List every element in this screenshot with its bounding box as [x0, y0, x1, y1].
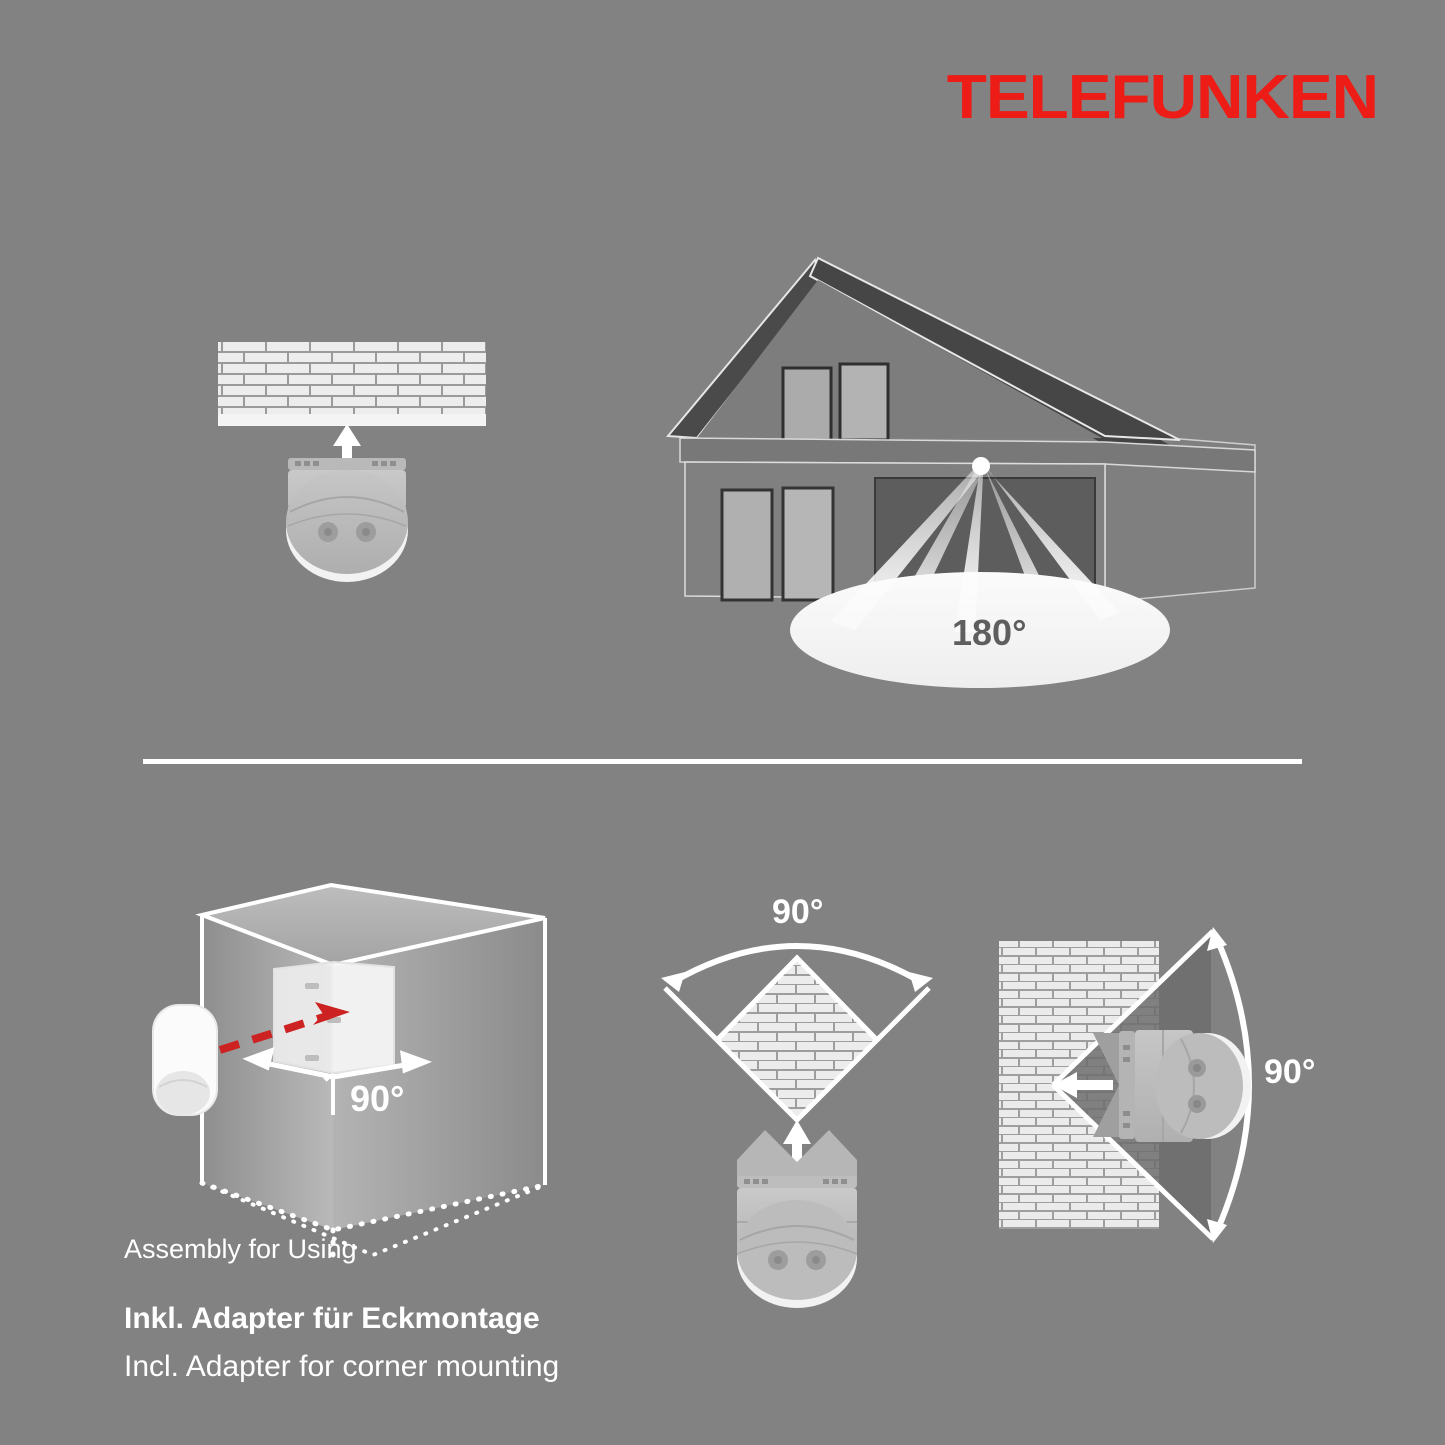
up-arrow-icon	[783, 1120, 811, 1170]
caption-german: Inkl. Adapter für Eckmontage	[124, 1302, 540, 1335]
cube-floor-dotted-edges	[199, 1180, 548, 1258]
corner-adapter-plate	[273, 961, 395, 1075]
angle-arc-90	[671, 943, 923, 985]
wall-side-view-diagram	[985, 905, 1325, 1255]
fascia-band	[679, 437, 1256, 473]
angle-label-90-top: 90°	[772, 893, 824, 931]
ceiling-wall-mount-diagram	[200, 330, 510, 620]
white-motion-sensor-icon	[152, 1004, 218, 1116]
brick-wall-icon	[218, 342, 486, 426]
corner-mount-cube-diagram	[145, 865, 565, 1265]
motion-sensor-side-view-icon	[1093, 1030, 1251, 1142]
brick-corner-diamond-icon	[715, 954, 881, 1124]
telefunken-logo: TELEFUNKEN	[946, 63, 1379, 132]
floor-coverage-ellipse	[790, 572, 1170, 688]
angle-label-90-cube: 90°	[350, 1078, 405, 1119]
house-coverage-diagram	[650, 240, 1290, 688]
corner-top-view-diagram	[625, 880, 985, 1308]
motion-sensor-icon	[286, 458, 408, 582]
red-pointer-arrow	[218, 1002, 350, 1054]
gable-roof	[665, 256, 1181, 445]
sensor-point-icon	[972, 457, 990, 475]
front-windows	[720, 486, 835, 602]
left-arrow-icon	[1053, 1072, 1113, 1098]
motion-sensor-with-v-adapter-icon	[736, 1130, 858, 1308]
caption-assembly-for-using: Assembly for Using	[124, 1234, 357, 1264]
attic-windows	[781, 362, 890, 442]
caption-english: Incl. Adapter for corner mounting	[124, 1350, 560, 1383]
angle-double-arrow-90	[242, 1047, 433, 1082]
section-divider	[143, 759, 1302, 764]
angle-label-180: 180°	[952, 612, 1027, 653]
up-arrow-icon	[333, 424, 361, 470]
angle-label-90-right: 90°	[1264, 1053, 1316, 1091]
